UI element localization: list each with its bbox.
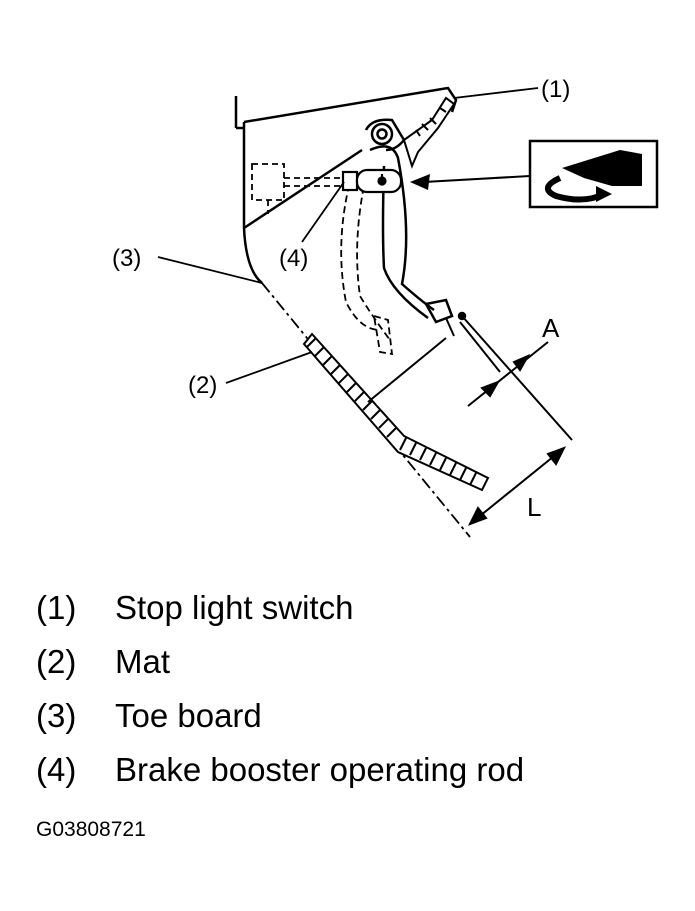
legend-list: (1) Stop light switch (2) Mat (3) Toe bo… (36, 588, 524, 804)
callout-4: (4) (279, 245, 308, 272)
legend-label: Mat (115, 643, 171, 680)
dimension-l-label: L (527, 492, 541, 522)
brake-pedal-diagram: (1) (3) (4) (2) A L (112, 76, 659, 538)
wrench-turn-icon (528, 139, 659, 209)
callout-2: (2) (188, 372, 217, 399)
dimension-l (367, 315, 573, 526)
legend-label: Stop light switch (115, 589, 354, 626)
icon-arrow-line (423, 175, 531, 183)
firewall-structure (234, 86, 458, 284)
booster-operating-rod (341, 168, 403, 194)
callout-1: (1) (541, 76, 570, 103)
legend-number: (1) (36, 589, 77, 626)
callout-3: (3) (112, 245, 141, 272)
legend-item: (1) Stop light switch (36, 588, 524, 642)
legend-number: (3) (36, 697, 77, 734)
figure-id: G03808721 (36, 818, 146, 841)
dimension-a-label: A (542, 313, 560, 343)
leader-lines (157, 87, 539, 384)
stop-light-switch (402, 96, 456, 169)
icon-arrow-head (410, 174, 430, 190)
booster-outline (251, 163, 346, 214)
mat (302, 332, 490, 492)
brake-pedal (364, 118, 467, 337)
legend-item: (3) Toe board (36, 696, 524, 750)
legend-label: Brake booster operating rod (115, 751, 525, 788)
dimension-a (459, 321, 549, 407)
adjacent-pedal-outline (340, 173, 394, 356)
legend-item: (4) Brake booster operating rod (36, 750, 524, 804)
legend-item: (2) Mat (36, 642, 524, 696)
legend-label: Toe board (115, 697, 262, 734)
legend-number: (2) (36, 643, 77, 680)
legend-number: (4) (36, 751, 77, 788)
